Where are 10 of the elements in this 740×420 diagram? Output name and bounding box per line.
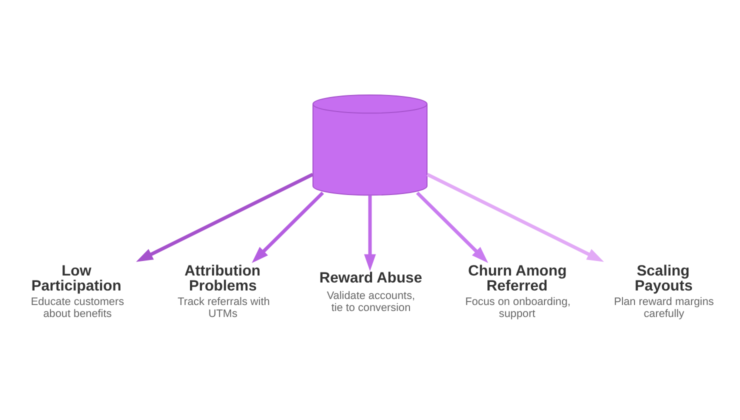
arrow [136, 172, 314, 262]
node-text: Scaling Payouts Plan reward margins carefully [614, 263, 714, 320]
arrow [416, 192, 488, 264]
node-text: Low Participation Educate customers about benefits [30, 263, 124, 320]
node-text: Churn Among Referred Focus on onboarding, support [465, 263, 571, 320]
node-text: Attribution Problems Track referrals with UTMs [178, 263, 270, 320]
node-text: Reward Abuse Validate accounts, tie to conversion [319, 270, 422, 314]
arrow [364, 195, 376, 272]
arrow [252, 192, 324, 264]
arrow [426, 172, 604, 262]
